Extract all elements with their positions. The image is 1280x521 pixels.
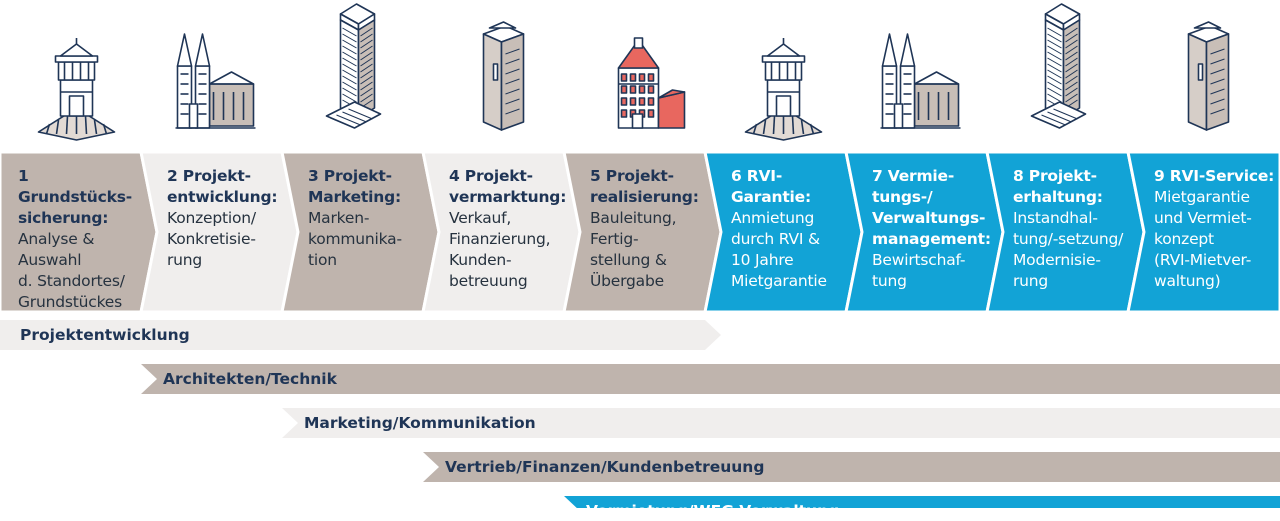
step-title: 3 Projekt- Marketing: xyxy=(308,167,401,206)
role-bar-label: Architekten/Technik xyxy=(163,370,337,388)
step-2: 2 Projekt- entwicklung:Konzeption/ Konkr… xyxy=(167,166,295,271)
role-bar-label: Marketing/Kommunikation xyxy=(304,414,536,432)
tower-block-icon xyxy=(1187,21,1230,131)
role-bar-label: Projektentwicklung xyxy=(20,326,190,344)
cathedral-icon xyxy=(175,33,256,129)
role-bar-label: Vertrieb/Finanzen/Kundenbetreuung xyxy=(445,458,765,476)
step-4: 4 Projekt- vermarktung:Verkauf, Finanzie… xyxy=(449,166,577,292)
step-description: Instandhal- tung/-setzung/ Modernisie- r… xyxy=(1013,209,1124,290)
tower-block-icon xyxy=(482,21,525,131)
step-title: 6 RVI- Garantie: xyxy=(731,167,811,206)
role-bar-5 xyxy=(564,496,1280,508)
step-6: 6 RVI- Garantie:Anmietung durch RVI & 10… xyxy=(731,166,859,292)
process-diagram: 1 Grundstücks- sicherung:Analyse & Auswa… xyxy=(0,3,1280,508)
cathedral-icon xyxy=(880,33,961,129)
skyscraper-icon xyxy=(325,3,382,129)
diagram-graphics xyxy=(0,3,1280,508)
step-title: 2 Projekt- entwicklung: xyxy=(167,167,278,206)
step-9: 9 RVI-Service: Mietgarantie und Vermiet- … xyxy=(1154,166,1280,292)
step-8: 8 Projekt- erhaltung:Instandhal- tung/-s… xyxy=(1013,166,1141,292)
role-bar-label: Vermietung/WEG-Verwaltung xyxy=(586,502,840,520)
step-description: Konzeption/ Konkretisie- rung xyxy=(167,209,256,269)
water-tower-icon xyxy=(37,38,116,141)
step-chevron-9 xyxy=(1126,150,1280,314)
step-description: Bewirtschaf- tung xyxy=(872,251,966,290)
step-title: 9 RVI-Service: xyxy=(1154,167,1275,185)
role-bar-3 xyxy=(282,408,1280,438)
townhall-icon xyxy=(617,37,686,129)
step-description: Verkauf, Finanzierung, Kunden- betreuung xyxy=(449,209,551,290)
skyscraper-icon xyxy=(1030,3,1087,129)
step-title: 7 Vermie- tungs-/ Verwaltungs- managemen… xyxy=(872,167,991,248)
role-bar-1 xyxy=(0,320,721,350)
step-title: 1 Grundstücks- sicherung: xyxy=(18,167,132,227)
step-description: Mietgarantie und Vermiet- konzept (RVI-M… xyxy=(1154,188,1252,290)
step-5: 5 Projekt- realisierung:Bauleitung, Fert… xyxy=(590,166,718,292)
step-title: 4 Projekt- vermarktung: xyxy=(449,167,567,206)
step-description: Marken- kommunika- tion xyxy=(308,209,402,269)
role-bar-4 xyxy=(423,452,1280,482)
step-description: Analyse & Auswahl d. Standortes/ Grundst… xyxy=(18,230,125,311)
step-7: 7 Vermie- tungs-/ Verwaltungs- managemen… xyxy=(872,166,1000,292)
step-title: 8 Projekt- erhaltung: xyxy=(1013,167,1103,206)
step-description: Anmietung durch RVI & 10 Jahre Mietgaran… xyxy=(731,209,827,290)
step-description: Bauleitung, Fertig- stellung & Übergabe xyxy=(590,209,677,290)
role-bar-2 xyxy=(141,364,1280,394)
step-title: 5 Projekt- realisierung: xyxy=(590,167,699,206)
step-3: 3 Projekt- Marketing:Marken- kommunika- … xyxy=(308,166,436,271)
step-1: 1 Grundstücks- sicherung:Analyse & Auswa… xyxy=(18,166,146,313)
water-tower-icon xyxy=(744,38,823,141)
